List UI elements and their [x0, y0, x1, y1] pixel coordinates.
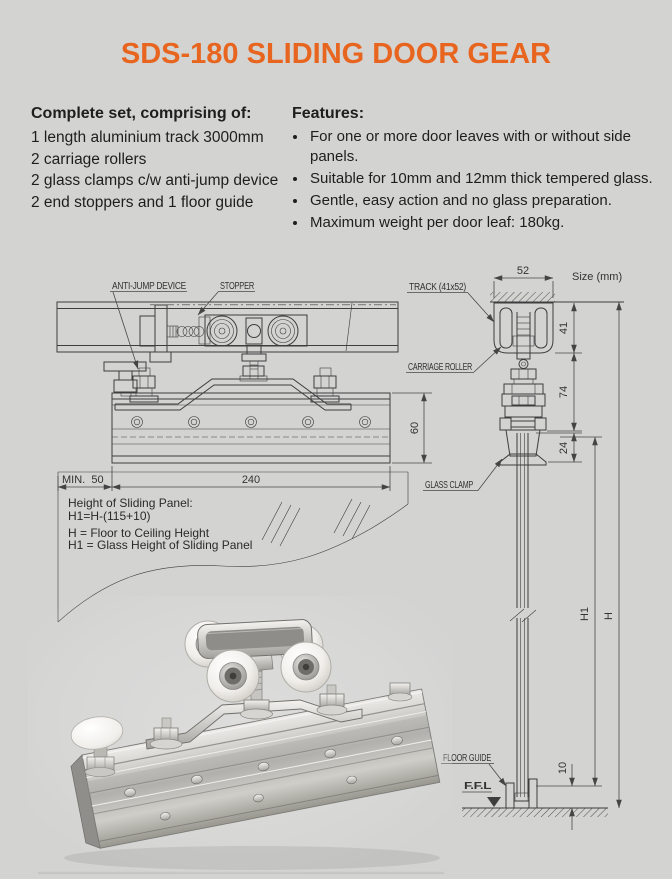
- note-line: H1=H-(115+10): [68, 509, 151, 523]
- rail-screws: [124, 736, 403, 821]
- features-list: For one or more door leaves with or with…: [292, 127, 654, 233]
- dim-52: 52: [517, 265, 529, 277]
- ceiling-hatch: [490, 292, 555, 302]
- carriage-side-view: [139, 304, 308, 382]
- floor-guide-part: [505, 778, 538, 809]
- glass-cross-section: [509, 433, 537, 797]
- label-glass-clamp: GLASS CLAMP: [425, 480, 473, 491]
- dim-24: 24: [558, 442, 570, 454]
- label-floor-guide: FLOOR GUIDE: [443, 753, 491, 764]
- cross-section-labels: TRACK (41x52) Size (mm) CARRIAGE ROLLER …: [406, 271, 622, 807]
- complete-set-list: 1 length aluminium track 3000mm 2 carria…: [31, 127, 289, 213]
- clamp-cross-section: [499, 352, 547, 466]
- photo-carriage-roller: [184, 619, 332, 703]
- dim-h: H: [603, 612, 615, 620]
- side-view-diagram: MIN. 50 240 60 ANTI-JUMP DEVICE STOPPER …: [56, 281, 432, 623]
- dim-41: 41: [558, 322, 570, 334]
- label-carriage-roller: CARRIAGE ROLLER: [408, 362, 472, 373]
- panel-height-note: Height of Sliding Panel: H1=H-(115+10) H…: [68, 496, 252, 552]
- label-size-note: Size (mm): [572, 271, 622, 283]
- list-item: 2 end stoppers and 1 floor guide: [31, 193, 254, 211]
- note-line: H1 = Glass Height of Sliding Panel: [68, 538, 252, 552]
- list-item: Gentle, easy action and no glass prepara…: [308, 191, 654, 211]
- product-photo: [28, 596, 452, 876]
- note-line: H = Floor to Ceiling Height: [68, 526, 210, 540]
- side-view-dimensions: MIN. 50 240 60: [57, 392, 432, 491]
- cross-section-dimensions: 52 41 74 24 H1 H 10: [493, 265, 622, 830]
- list-item: 2 glass clamps c/w anti-jump device: [31, 172, 279, 189]
- photo-track-rail: [70, 688, 441, 849]
- dim-10: 10: [557, 762, 569, 774]
- dim-240: 240: [242, 474, 260, 486]
- page-title: SDS-180 SLIDING DOOR GEAR: [120, 38, 552, 70]
- floor-hatch: [462, 808, 608, 817]
- complete-set-heading: Complete set, comprising of:: [31, 105, 252, 122]
- track-cross-section: [493, 302, 554, 358]
- label-ffl: F.F.L: [464, 781, 491, 792]
- glass-clamp-bar: [111, 392, 391, 464]
- list-item: Maximum weight per door leaf: 180kg.: [308, 213, 654, 233]
- dim-60: 60: [409, 422, 421, 434]
- label-track: TRACK (41x52): [409, 282, 466, 293]
- anti-jump-device-part: [103, 361, 147, 397]
- features-section: Features: For one or more door leaves wi…: [292, 104, 654, 235]
- note-line: Height of Sliding Panel:: [68, 496, 193, 510]
- list-item: Suitable for 10mm and 12mm thick tempere…: [308, 169, 654, 189]
- glass-hatch-marks: [261, 498, 371, 547]
- dim-74: 74: [558, 386, 570, 398]
- dim-h1: H1: [579, 607, 591, 621]
- cross-section-diagram: 52 41 74 24 H1 H 10: [406, 265, 624, 830]
- photo-anti-jump-knob: [70, 716, 124, 777]
- label-anti-jump-device: ANTI-JUMP DEVICE: [112, 281, 187, 292]
- glass-panel-side: [57, 471, 409, 623]
- complete-set-section: Complete set, comprising of: 1 length al…: [31, 104, 289, 213]
- support-bracket: [114, 367, 352, 411]
- label-stopper: STOPPER: [220, 281, 254, 292]
- features-heading: Features:: [292, 105, 365, 122]
- side-view-labels: ANTI-JUMP DEVICE STOPPER: [110, 281, 255, 370]
- list-item: 1 length aluminium track 3000mm: [31, 129, 264, 146]
- dim-min-50: MIN. 50: [62, 474, 104, 486]
- ffl-datum-triangle: [487, 797, 501, 807]
- list-item: For one or more door leaves with or with…: [308, 127, 654, 167]
- list-item: 2 carriage rollers: [31, 150, 147, 168]
